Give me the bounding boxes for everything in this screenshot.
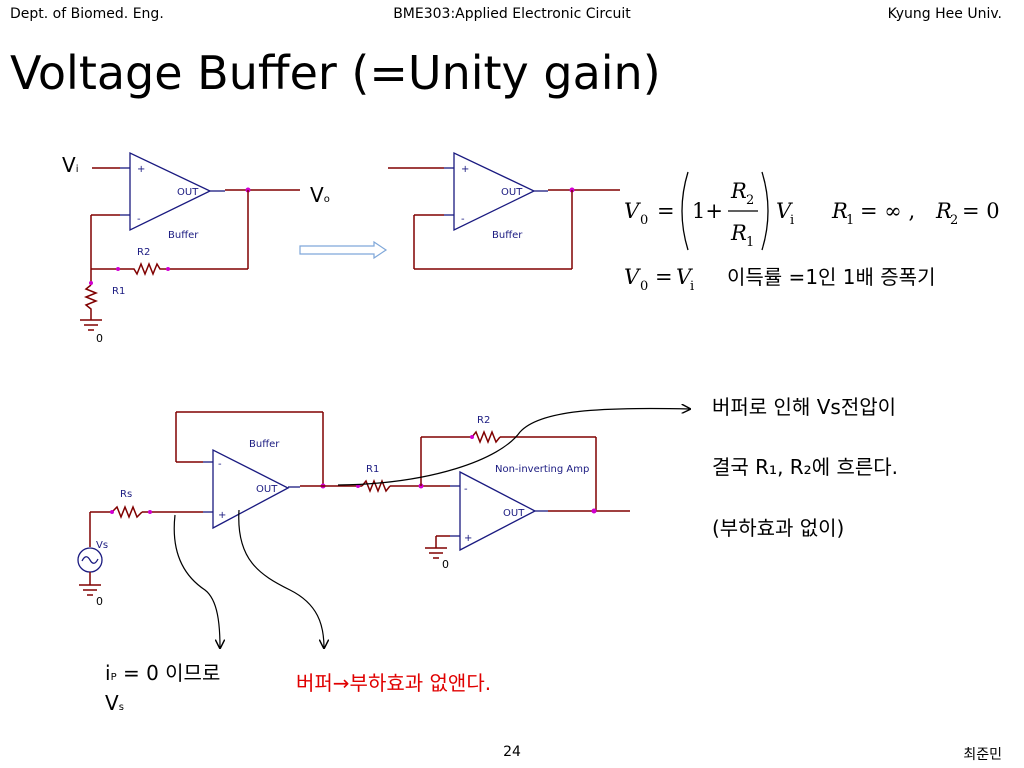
r2-label: R2 xyxy=(137,247,150,258)
buffer-loading-circuit: Buffer OUT - + Rs Vs 0 R1 xyxy=(77,411,630,608)
note-ip-zero: iP = 0 이므로 xyxy=(105,661,220,685)
svg-text:=: = xyxy=(657,199,675,223)
r1-resistor-2 xyxy=(361,478,391,494)
vs-label: Vs xyxy=(96,540,108,551)
gain-equation: V 0 = 1+ R 2 R 1 V i R 1 = ∞ , R 2 = 0 xyxy=(624,171,1000,251)
svg-text:0: 0 xyxy=(640,279,648,294)
svg-text:1: 1 xyxy=(846,213,854,228)
r2-resistor-2 xyxy=(471,429,501,445)
buffer-opamp-1 xyxy=(129,151,212,232)
slide-title: Voltage Buffer (=Unity gain) xyxy=(10,46,661,100)
buffer-opamp-2 xyxy=(453,151,536,232)
svg-text:0: 0 xyxy=(640,213,648,228)
header-course: BME303:Applied Electronic Circuit xyxy=(393,6,631,22)
rs-label: Rs xyxy=(120,489,132,500)
ground-label-2: 0 xyxy=(96,595,103,608)
author-name: 최준민 xyxy=(963,747,1002,763)
svg-text:i: i xyxy=(790,213,794,228)
svg-text:V: V xyxy=(624,199,641,223)
vo-label: Vo xyxy=(310,183,330,207)
page-number: 24 xyxy=(503,744,521,760)
r2-resistor xyxy=(118,261,168,277)
right-arrow-icon xyxy=(299,240,388,260)
svg-text:1+: 1+ xyxy=(692,199,723,223)
svg-text:R: R xyxy=(831,199,848,223)
buffer3-minus-pin: - xyxy=(218,459,222,470)
svg-text:=: = xyxy=(655,265,673,289)
svg-text:= ∞ ,: = ∞ , xyxy=(860,199,915,223)
svg-text:이득률 =1인 1배 증폭기: 이득률 =1인 1배 증폭기 xyxy=(727,265,935,289)
opamp1-name: Buffer xyxy=(168,230,199,241)
svg-text:V: V xyxy=(776,199,793,223)
header-dept: Dept. of Biomed. Eng. xyxy=(10,6,164,22)
r1-label: R1 xyxy=(112,286,125,297)
header-university: Kyung Hee Univ. xyxy=(887,6,1002,22)
svg-text:2: 2 xyxy=(950,213,958,228)
rs-resistor xyxy=(111,504,143,520)
svg-text:V: V xyxy=(624,265,641,289)
buffer3-name: Buffer xyxy=(249,439,280,450)
noninv-name: Non-inverting Amp xyxy=(495,464,589,475)
r1-label-2: R1 xyxy=(366,464,379,475)
note-buffer-removes-loading: 버퍼→부하효과 없앤다. xyxy=(296,671,491,695)
svg-text:R: R xyxy=(730,221,747,245)
r2-label-2: R2 xyxy=(477,415,490,426)
opamp2-plus-pin: + xyxy=(461,164,469,175)
note-vs: Vs xyxy=(105,691,124,715)
annotation-arrow-ip xyxy=(173,514,220,648)
svg-text:i: i xyxy=(690,279,694,294)
noninv-plus-pin: + xyxy=(464,533,472,544)
noninv-out-label: OUT xyxy=(503,508,525,519)
ground-label-3: 0 xyxy=(442,558,449,571)
r1-resistor xyxy=(83,284,99,320)
svg-text:2: 2 xyxy=(746,193,754,208)
svg-text:R: R xyxy=(935,199,952,223)
opamp2-out-label: OUT xyxy=(501,187,523,198)
note-flows-r1r2: 결국 R₁, R₂에 흐른다. xyxy=(712,455,898,479)
opamp2-name: Buffer xyxy=(492,230,523,241)
noninverting-opamp xyxy=(459,470,537,552)
svg-text:R: R xyxy=(730,179,747,203)
opamp1-minus-pin: - xyxy=(137,214,141,225)
unity-equation: V 0 = V i 이득률 =1인 1배 증폭기 xyxy=(624,265,935,294)
vi-label: Vi xyxy=(62,153,78,177)
svg-text:1: 1 xyxy=(746,235,754,250)
note-buffer-vs: 버퍼로 인해 Vs전압이 xyxy=(712,395,896,419)
noninv-minus-pin: - xyxy=(464,484,468,495)
buffer-circuit-2: + - OUT Buffer xyxy=(388,151,620,270)
annotation-arrow-right xyxy=(337,408,690,486)
svg-text:V: V xyxy=(676,265,693,289)
buffer3-out-label: OUT xyxy=(256,484,278,495)
opamp1-out-label: OUT xyxy=(177,187,199,198)
note-no-loading: (부하효과 없이) xyxy=(712,516,844,540)
ground-label-1: 0 xyxy=(96,332,103,345)
buffer-opamp-3 xyxy=(212,448,290,530)
buffer-circuit-1: Vi + - OUT Buffer Vo R2 R1 0 xyxy=(62,151,330,345)
opamp1-plus-pin: + xyxy=(137,164,145,175)
annotation-arrow-buffer xyxy=(238,509,324,648)
buffer3-plus-pin: + xyxy=(218,510,226,521)
opamp2-minus-pin: - xyxy=(461,214,465,225)
svg-text:= 0: = 0 xyxy=(962,199,1000,223)
